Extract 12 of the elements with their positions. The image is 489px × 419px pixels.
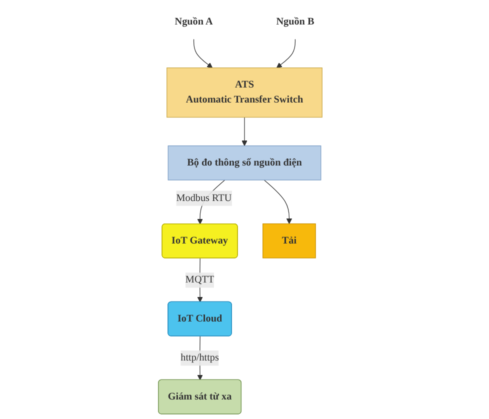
arrow bbox=[264, 180, 292, 224]
node-text: Nguồn A bbox=[174, 16, 213, 28]
arrow bbox=[276, 38, 296, 68]
arrow bbox=[242, 116, 248, 146]
edge-label: Modbus RTU bbox=[176, 192, 232, 204]
edge-label: MQTT bbox=[185, 274, 214, 286]
node-text: Nguồn B bbox=[276, 16, 314, 28]
node-box bbox=[166, 68, 322, 118]
node-box bbox=[168, 145, 322, 180]
node-box bbox=[262, 223, 316, 258]
arrow bbox=[193, 38, 213, 68]
edge-label: http/https bbox=[180, 352, 219, 364]
